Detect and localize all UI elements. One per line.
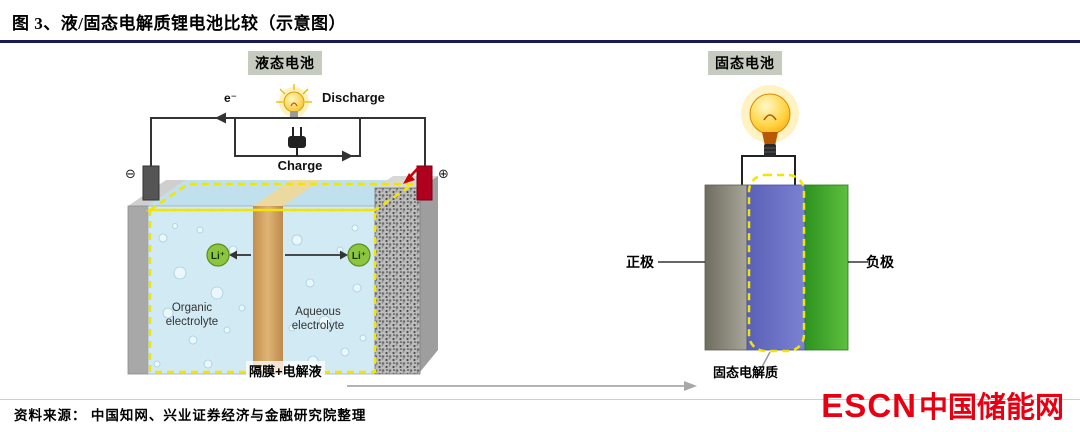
discharge-label: Discharge [322, 90, 385, 105]
electrolyte-pointer-line [761, 351, 771, 368]
left-collector-front [127, 205, 149, 375]
electron-label: e⁻ [224, 91, 238, 105]
electrolyte-bubbles [153, 223, 367, 369]
battery-box: Li⁺ Li⁺ [127, 176, 438, 375]
escn-logo: ESCN 中国储能网 [821, 384, 1064, 426]
li-ion-badge [206, 243, 230, 267]
minus-terminal-symbol: ⊖ [125, 166, 136, 181]
negative-terminal [142, 165, 160, 201]
bulb-wires [741, 155, 796, 185]
charge-label: Charge [277, 158, 323, 173]
cathode-label: 正极 [626, 254, 654, 270]
positive-terminal [416, 165, 433, 201]
li-ion-flow: Li⁺ Li⁺ [206, 243, 371, 267]
electrolyte-dashed-outline [145, 182, 418, 374]
charge-arrow [342, 150, 353, 162]
escn-logo-latin: ESCN [821, 387, 917, 424]
anode-label: 负极 [866, 254, 894, 270]
footer-rule [0, 399, 1080, 400]
plus-terminal-symbol: ⊕ [438, 166, 449, 181]
li-ion-badge [347, 243, 371, 267]
cathode-slab [704, 184, 748, 351]
light-bulb-icon [276, 84, 312, 117]
li-ion-right-text: Li⁺ [352, 251, 366, 262]
liquid-battery-label: 液态电池 [248, 51, 322, 75]
liquid-battery-diagram: Li⁺ Li⁺ [127, 84, 438, 375]
solid-battery-label: 固态电池 [708, 51, 782, 75]
organic-electrolyte-label: Organic electrolyte [165, 302, 219, 328]
flow-arrow [347, 381, 697, 391]
light-bulb-icon [741, 85, 799, 157]
solid-electrolyte-label: 固态电解质 [713, 365, 779, 380]
cathode-slab [374, 176, 438, 375]
discharge-arrow [215, 112, 226, 124]
source-note: 资料来源： 中国知网、兴业证券经济与金融研究院整理 [14, 408, 367, 423]
title-rule [0, 40, 1080, 43]
figure-title: 图 3、液/固态电解质锂电池比较（示意图） [12, 14, 346, 33]
positive-terminal-arrow [403, 167, 419, 184]
separator-electrolyte-label: 隔膜+电解液 [246, 361, 325, 380]
solid-electrolyte-slab [746, 184, 806, 351]
aqueous-electrolyte-label: Aqueous electrolyte [291, 306, 345, 332]
solid-battery-diagram [658, 85, 868, 368]
anode-slab [804, 184, 849, 351]
li-ion-left-text: Li⁺ [211, 251, 225, 262]
plug-icon [288, 127, 306, 156]
separator-slab [253, 180, 321, 374]
escn-logo-cn: 中国储能网 [918, 392, 1064, 424]
solid-electrolyte-dashed-outline [747, 173, 806, 353]
